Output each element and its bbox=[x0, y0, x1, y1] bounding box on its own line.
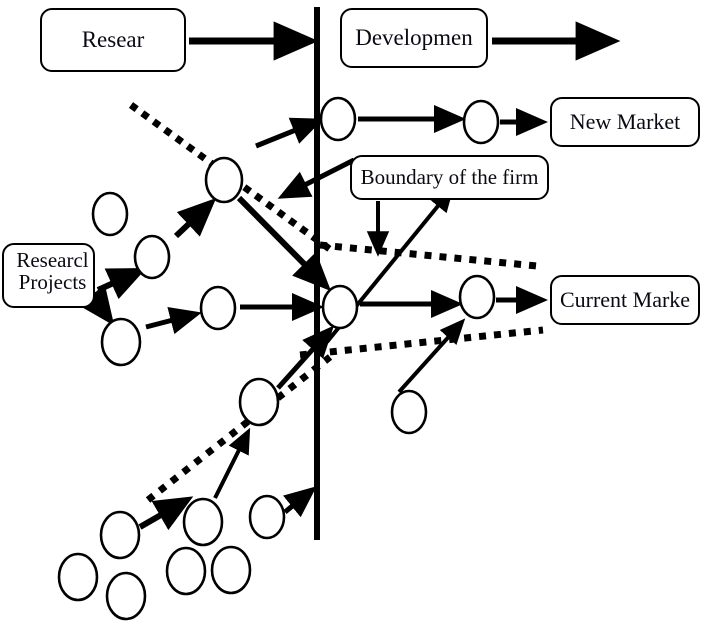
research-projects-label-line2: Projects bbox=[18, 270, 87, 295]
n-b3-ellipse bbox=[248, 494, 286, 540]
n-cross-ellipse bbox=[321, 284, 359, 330]
n-m1-ellipse bbox=[199, 285, 237, 331]
research-box: Resear bbox=[40, 8, 186, 72]
n-cm2-ellipse bbox=[458, 274, 496, 320]
new-market-label: New Market bbox=[569, 109, 681, 135]
dotted-boundary-lines bbox=[128, 102, 544, 503]
a-l3-to-m1 bbox=[145, 306, 202, 335]
n-b4-ellipse bbox=[57, 552, 99, 602]
research-projects-label-line1: Researcl bbox=[16, 248, 89, 272]
n-low-in-ellipse bbox=[390, 389, 428, 435]
n-mid-up-ellipse bbox=[204, 156, 244, 204]
n-low-mid-ellipse bbox=[238, 377, 280, 427]
boundary-firm-box: Boundary of the firm bbox=[350, 155, 549, 200]
development-label: Developmen bbox=[355, 24, 473, 50]
a-lowin-to-cm2 bbox=[397, 318, 466, 394]
d-mid-right-dotted-line bbox=[319, 241, 538, 270]
research-label: Resear bbox=[81, 26, 145, 52]
n-b6-ellipse bbox=[165, 546, 207, 596]
flow-arrows bbox=[77, 21, 621, 531]
n-top-b-ellipse bbox=[319, 96, 357, 142]
development-box: Developmen bbox=[340, 8, 488, 68]
new-market-box: New Market bbox=[550, 97, 700, 147]
a-b1-to-dotline bbox=[138, 496, 194, 531]
n-top-c-ellipse bbox=[462, 99, 500, 145]
a-b2-to-lowmid bbox=[213, 427, 251, 499]
d-lower-left-dotted-line bbox=[145, 354, 333, 503]
a-l2-to-midup bbox=[173, 198, 217, 239]
a-midup-to-cross bbox=[236, 195, 332, 292]
a-rp-to-l2 bbox=[96, 268, 147, 300]
current-market-box: Current Marke bbox=[550, 275, 700, 325]
boundary-firm-label: Boundary of the firm bbox=[360, 165, 539, 190]
n-b1-ellipse bbox=[99, 510, 141, 560]
current-market-label: Current Marke bbox=[559, 287, 691, 313]
d-lower-right-dotted-line bbox=[299, 326, 544, 359]
n-b5-ellipse bbox=[105, 571, 147, 621]
a-b3-to-boundary bbox=[283, 486, 317, 518]
a-node-to-topnode bbox=[255, 117, 324, 149]
n-b7-ellipse bbox=[210, 545, 252, 595]
n-l1-ellipse bbox=[91, 191, 129, 237]
a-lowmid-to-cross bbox=[276, 325, 335, 390]
project-nodes bbox=[57, 96, 500, 621]
n-l2-ellipse bbox=[133, 234, 171, 280]
n-b2-ellipse bbox=[182, 497, 224, 547]
n-l3-ellipse bbox=[100, 317, 142, 367]
